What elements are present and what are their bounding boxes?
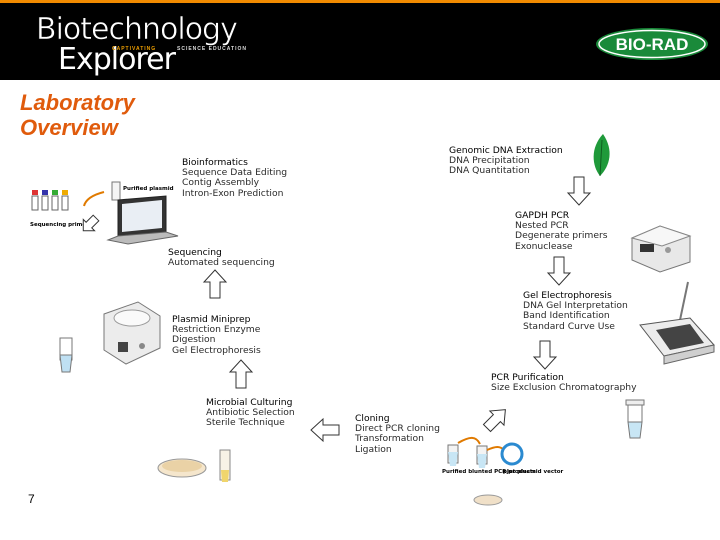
- arrow-icon: [566, 176, 592, 206]
- step-item: DNA Quantitation: [449, 165, 530, 177]
- step-item: Direct PCR cloning: [355, 423, 440, 435]
- step-item: Contig Assembly: [182, 177, 260, 189]
- tagline-right: SCIENCE EDUCATION: [177, 46, 247, 52]
- step-item: Standard Curve Use: [523, 320, 615, 332]
- step-item: Sterile Technique: [206, 417, 285, 429]
- step-title: Plasmid Miniprep: [172, 314, 251, 325]
- step-item: Antibiotic Selection: [206, 407, 295, 419]
- gel-box-icon: [639, 281, 715, 365]
- step-item: Intron-Exon Prediction: [182, 187, 284, 199]
- bio-rad-logo: BIO-RAD: [596, 28, 708, 60]
- step-cloning: Cloning Direct PCR cloning Transformatio…: [355, 413, 440, 455]
- label-sequencing-primers: Sequencing primers: [30, 222, 93, 228]
- step-item: Restriction Enzyme: [172, 324, 261, 336]
- arrow-icon: [482, 409, 506, 433]
- tube-icon: [59, 337, 73, 373]
- step-title: Bioinformatics: [182, 157, 248, 168]
- step-title: PCR Purification: [491, 372, 564, 383]
- step-bioinformatics: Bioinformatics Sequence Data Editing Con…: [182, 157, 288, 199]
- step-item: Size Exclusion Chromatography: [491, 382, 637, 394]
- leaf-icon: [593, 134, 610, 177]
- step-gel: Gel Electrophoresis DNA Gel Interpretati…: [523, 290, 628, 332]
- step-item: Transformation: [355, 433, 424, 445]
- logo-line2: Explorer: [58, 42, 176, 77]
- step-item: Ligation: [355, 443, 392, 455]
- step-purification: PCR Purification Size Exclusion Chromato…: [491, 372, 637, 394]
- label-purified-plasmid: Purified plasmid: [123, 186, 174, 192]
- logo-line1: Biotechnology: [36, 12, 238, 48]
- arrow-icon: [546, 256, 572, 286]
- step-item: Band Identification: [523, 310, 610, 322]
- step-title: Cloning: [355, 413, 390, 424]
- step-culturing: Microbial Culturing Antibiotic Selection…: [206, 397, 295, 429]
- step-title: Gel Electrophoresis: [523, 290, 612, 301]
- page-title-line2: Overview: [20, 115, 118, 140]
- step-item: DNA Precipitation: [449, 155, 530, 167]
- step-title: Microbial Culturing: [206, 397, 293, 408]
- step-item: Digestion: [172, 334, 216, 346]
- thermal-cycler-icon: [630, 225, 692, 273]
- step-title: Genomic DNA Extraction: [449, 145, 563, 156]
- step-item: DNA Gel Interpretation: [523, 300, 628, 312]
- step-title: Sequencing: [168, 247, 222, 258]
- sequencing-tubes-illustration: Sequencing primers Purified plasmid: [30, 181, 174, 228]
- step-genomic: Genomic DNA Extraction DNA Precipitation…: [449, 145, 563, 177]
- step-title: GAPDH PCR: [515, 210, 570, 221]
- step-item: Gel Electrophoresis: [172, 344, 261, 356]
- label-pjet: pJet plasmid vector: [503, 469, 564, 475]
- step-item: Exonuclease: [515, 240, 573, 252]
- column-tube-icon: [625, 399, 645, 439]
- laptop-icon: [106, 195, 179, 245]
- label-purified-pcr: Purified blunted PCR products: [442, 469, 536, 475]
- arrow-icon: [310, 417, 340, 443]
- petri-dish-icon: [157, 449, 231, 482]
- arrow-icon: [202, 269, 228, 299]
- step-item: Sequence Data Editing: [182, 167, 288, 179]
- tagline-left: CAPTIVATING: [112, 46, 157, 52]
- centrifuge-icon: [103, 301, 161, 365]
- step-item: Nested PCR: [515, 220, 569, 232]
- step-gapdh: GAPDH PCR Nested PCR Degenerate primers …: [515, 210, 608, 252]
- step-sequencing: Sequencing Automated sequencing: [168, 247, 275, 269]
- page-number: 7: [28, 492, 35, 506]
- arrow-icon: [82, 214, 100, 232]
- arrow-icon: [532, 340, 558, 370]
- cloning-illustration: Purified blunted PCR products pJet plasm…: [442, 436, 564, 506]
- step-miniprep: Plasmid Miniprep Restriction Enzyme Dige…: [172, 314, 261, 356]
- brand-logo-text: BIO-RAD: [616, 35, 689, 54]
- step-item: Degenerate primers: [515, 230, 608, 242]
- page-title-line1: Laboratory: [20, 90, 135, 115]
- arrow-icon: [228, 359, 254, 389]
- header-accent-line: [0, 0, 720, 3]
- step-item: Automated sequencing: [168, 257, 275, 269]
